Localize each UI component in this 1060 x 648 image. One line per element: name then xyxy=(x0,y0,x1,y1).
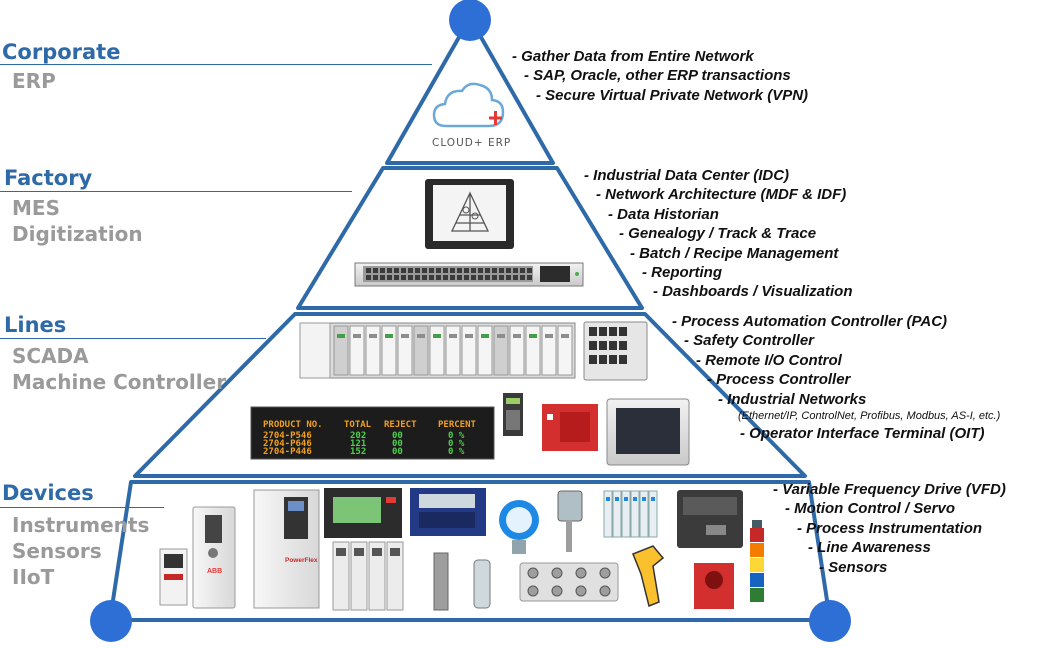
servo-drives xyxy=(332,541,404,611)
bullet-item: - Dashboards / Visualization xyxy=(653,283,853,301)
operator-terminal xyxy=(606,398,690,466)
bottom-right-dot xyxy=(809,600,851,642)
tier-title-corporate: Corporate xyxy=(2,40,121,64)
tier-subtitle-digitization: Digitization xyxy=(12,222,143,246)
bullet-item: - SAP, Oracle, other ERP transactions xyxy=(524,67,791,85)
apex-dot xyxy=(449,0,491,41)
tier-subtitle-scada: SCADA xyxy=(12,344,89,368)
io-block xyxy=(519,562,619,602)
network-switch xyxy=(354,262,584,287)
display-board: PRODUCT NO. TOTAL REJECT PERCENT 2704-P5… xyxy=(250,406,495,460)
cloud-erp-logo: CLOUD+ ERP xyxy=(432,82,511,149)
flow-meter xyxy=(499,500,539,554)
ethernet-switch xyxy=(583,321,648,381)
bullet-item: - Sensors xyxy=(819,558,888,576)
bullet-item: - Industrial Data Center (IDC) xyxy=(584,167,790,184)
board-cell: 0 % xyxy=(448,447,465,457)
bullet-item: - Industrial Networks xyxy=(718,390,867,408)
tier-rule-devices xyxy=(0,507,164,508)
tier-rule-corporate xyxy=(0,64,432,65)
estop-station xyxy=(694,563,734,609)
cloud-erp-label: CLOUD+ ERP xyxy=(432,137,511,149)
prox-sensor-angled xyxy=(557,490,583,552)
bullet-item: - Process Instrumentation xyxy=(797,519,983,537)
tier-subtitle-sensors: Sensors xyxy=(12,539,102,563)
board-header-total: TOTAL xyxy=(344,420,372,430)
din-rail-block xyxy=(433,552,449,611)
tier-title-devices: Devices xyxy=(2,481,94,505)
tier-factory-shape xyxy=(296,166,644,310)
tier-subtitle-iiot: IIoT xyxy=(12,565,55,589)
tier-subtitle-machine-controller: Machine Controller xyxy=(12,370,227,394)
bullet-item: - Gather Data from Entire Network xyxy=(512,48,754,65)
plc-rack xyxy=(299,322,576,379)
board-cell: 2704-P646 xyxy=(263,439,312,449)
bullet-item: - Process Automation Controller (PAC) xyxy=(672,313,948,330)
label-printer xyxy=(677,490,743,548)
board-cell: 0 % xyxy=(448,431,465,441)
tier-subtitle-erp: ERP xyxy=(12,69,56,93)
board-cell: 00 xyxy=(392,447,403,457)
hmi-panel xyxy=(425,179,514,249)
bullet-item: - Remote I/O Control xyxy=(696,351,842,369)
tier-lines-shape xyxy=(133,312,807,478)
tier-rule-lines xyxy=(0,338,266,339)
tier-rule-factory xyxy=(0,191,352,192)
powerflex-large-drive: PowerFlex xyxy=(253,489,320,609)
bullet-item: - Operator Interface Terminal (OIT) xyxy=(740,425,985,443)
process-controller-display xyxy=(324,488,402,538)
bullet-item: - Line Awareness xyxy=(808,539,931,557)
board-cell: 00 xyxy=(392,431,403,441)
safety-relay xyxy=(542,404,598,451)
bullet-item: - Network Architecture (MDF & IDF) xyxy=(596,186,847,204)
powerflex-brand: PowerFlex xyxy=(285,557,318,564)
bullet-item: - Secure Virtual Private Network (VPN) xyxy=(536,86,809,104)
abb-vfd: ABB xyxy=(192,506,236,609)
board-cell: 2704-P446 xyxy=(263,447,312,457)
devices-bullets: - Variable Frequency Drive (VFD) - Motio… xyxy=(0,480,1006,577)
bullet-item: - Process Controller xyxy=(707,371,851,389)
bullet-item: - Motion Control / Servo xyxy=(785,500,955,518)
cylinder-sensor xyxy=(473,559,491,609)
board-cell: 0 % xyxy=(448,439,465,449)
board-cell: 2704-P546 xyxy=(263,431,312,441)
weigh-indicator xyxy=(410,488,486,536)
bullet-item: - Batch / Recipe Management xyxy=(630,244,839,262)
bullet-item-note: (Ethernet/IP, ControlNet, Profibus, Modb… xyxy=(738,410,1001,423)
bullet-item: - Safety Controller xyxy=(684,332,815,350)
bottom-left-dot xyxy=(90,600,132,642)
terminal-modules xyxy=(603,490,658,538)
board-cell: 202 xyxy=(350,431,366,441)
powerflex-small-drive xyxy=(159,548,188,606)
board-cell: 00 xyxy=(392,439,403,449)
board-header-percent: PERCENT xyxy=(438,420,477,430)
tier-title-lines: Lines xyxy=(4,313,67,337)
bullet-item: - Variable Frequency Drive (VFD) xyxy=(773,481,1006,498)
lines-bullets: - Process Automation Controller (PAC) - … xyxy=(0,312,1000,443)
board-header-reject: REJECT xyxy=(384,420,417,430)
tier-corporate-shape xyxy=(385,16,555,165)
board-cell: 152 xyxy=(350,447,366,457)
bullet-item: - Reporting xyxy=(642,264,722,282)
board-cell: 121 xyxy=(350,439,366,449)
abb-brand: ABB xyxy=(207,568,222,575)
tier-subtitle-mes: MES xyxy=(12,196,60,220)
corporate-bullets: - Gather Data from Entire Network - SAP,… xyxy=(0,47,808,105)
factory-bullets: - Industrial Data Center (IDC) - Network… xyxy=(0,166,852,302)
stack-light xyxy=(750,520,764,602)
io-module xyxy=(503,393,523,436)
tier-title-factory: Factory xyxy=(4,166,93,190)
tier-subtitle-instruments: Instruments xyxy=(12,513,150,537)
bullet-item: - Genealogy / Track & Trace xyxy=(619,225,817,243)
bullet-item: - Data Historian xyxy=(608,205,719,223)
board-header-product: PRODUCT NO. xyxy=(263,420,323,430)
barcode-scanner xyxy=(632,545,665,608)
